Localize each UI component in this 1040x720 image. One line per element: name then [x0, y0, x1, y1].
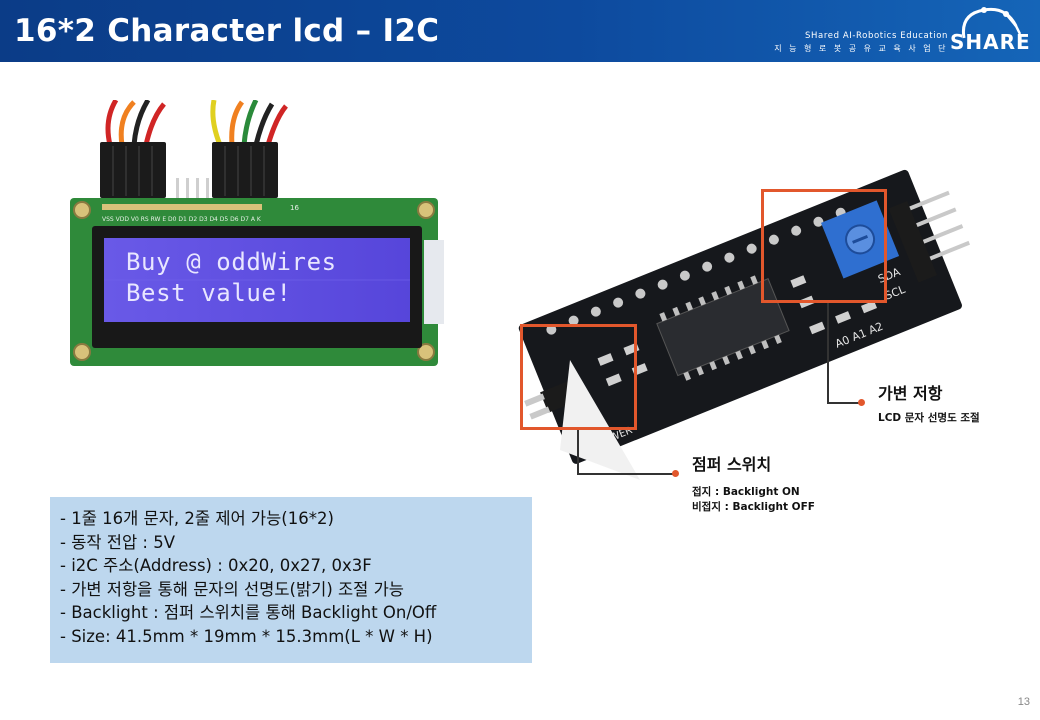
jumper-callout-title: 점퍼 스위치	[692, 455, 772, 474]
i2c-module-photo: SDA SCL A0 A1 A2 POWER	[518, 169, 971, 480]
pot-leader-dot	[858, 399, 865, 406]
spec-item: - i2C 주소(Address) : 0x20, 0x27, 0x3F	[60, 556, 372, 576]
jumper-callout-desc1: 접지 : Backlight ON	[692, 486, 800, 498]
pot-callout-desc: LCD 문자 선명도 조절	[878, 412, 980, 424]
dupont-connector-right	[212, 142, 278, 198]
header-bar: 16*2 Character lcd – I2C SHared AI-Robot…	[0, 0, 1040, 62]
jumper-callout-box	[520, 324, 637, 430]
slide-title: 16*2 Character lcd – I2C	[14, 13, 440, 49]
robot-arm-icon	[961, 7, 1022, 39]
jumper-leader-line	[577, 430, 579, 475]
spec-item: - Size: 41.5mm * 19mm * 15.3mm(L * W * H…	[60, 626, 433, 646]
pot-leader-line-h	[827, 402, 863, 404]
jumper-callout-desc2: 비접지 : Backlight OFF	[692, 501, 815, 513]
spec-box: - 1줄 16개 문자, 2줄 제어 가능(16*2) - 동작 전압 : 5V…	[50, 497, 532, 663]
logo-text: SHARE	[950, 30, 1031, 54]
jumper-wires	[105, 100, 288, 146]
pot-callout-box	[761, 189, 887, 303]
pot-leader-line	[827, 303, 829, 404]
page-number: 13	[1017, 696, 1030, 708]
spec-item: - 가변 저항을 통해 문자의 선명도(밝기) 조절 가능	[60, 579, 404, 599]
dupont-connector-left	[100, 142, 166, 198]
pot-callout-title: 가변 저항	[878, 384, 943, 403]
spec-item: - 1줄 16개 문자, 2줄 제어 가능(16*2)	[60, 509, 334, 528]
jumper-leader-dot	[672, 470, 679, 477]
lcd-text-line2: Best value!	[126, 279, 292, 307]
spec-item: - 동작 전압 : 5V	[60, 532, 175, 552]
pcf8574-chip	[656, 278, 790, 377]
lcd-photo: VSS VDD V0 RS RW E D0 D1 D2 D3 D4 D5 D6 …	[70, 100, 444, 366]
brand-korean: 지 능 형 로 봇 공 유 교 육 사 업 단	[774, 44, 948, 53]
jumper-leader-line-h	[577, 473, 677, 475]
pin-labels: VSS VDD V0 RS RW E D0 D1 D2 D3 D4 D5 D6 …	[102, 216, 262, 223]
brand-block: SHared AI-Robotics Education 지 능 형 로 봇 공…	[774, 31, 948, 54]
share-logo: SHARE	[950, 4, 1031, 58]
brand-english: SHared AI-Robotics Education	[805, 31, 948, 41]
spec-item: - Backlight : 점퍼 스위치를 통해 Backlight On/Of…	[60, 603, 437, 623]
lcd-text-line1: Buy @ oddWires	[126, 248, 337, 276]
pin-number: 16	[290, 204, 299, 212]
